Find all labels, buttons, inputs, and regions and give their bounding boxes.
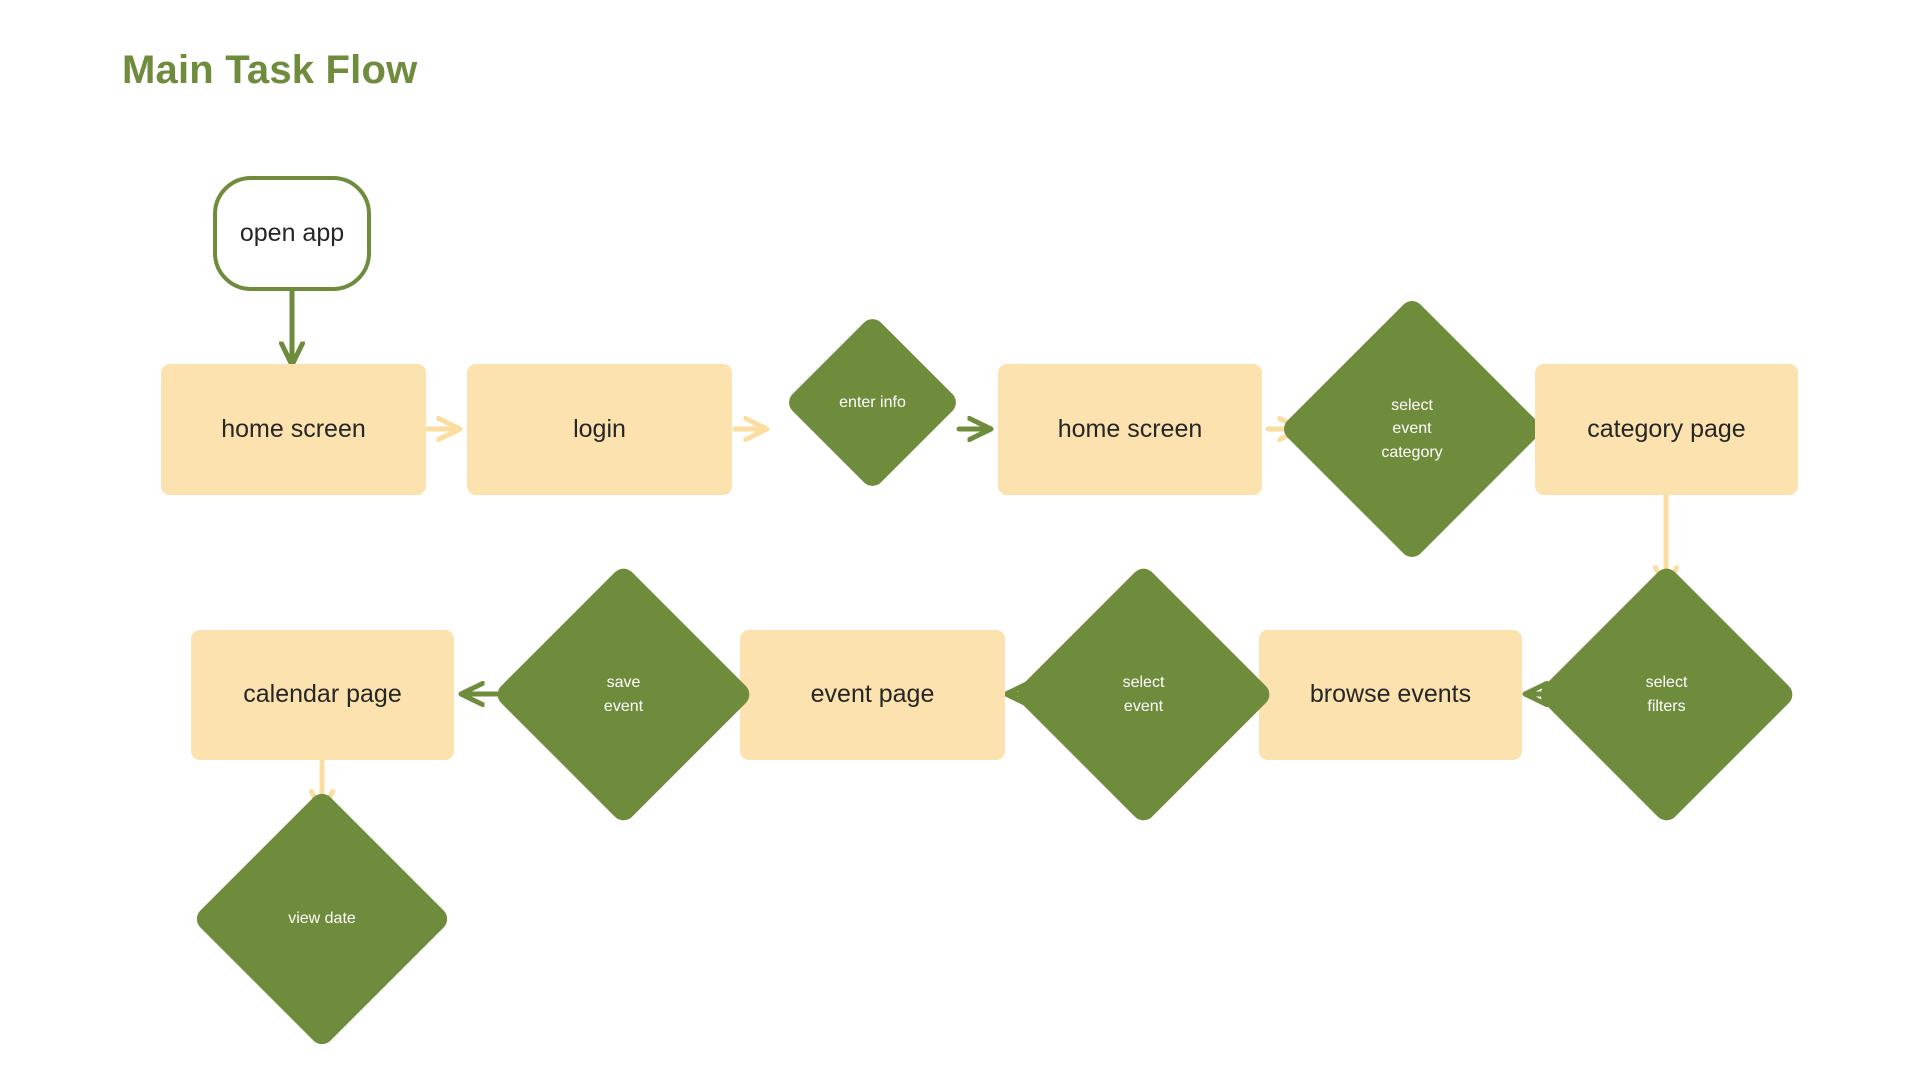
diamond-shape xyxy=(1535,563,1798,826)
node-open-app[interactable]: open app xyxy=(213,176,371,291)
node-open-app-label: open app xyxy=(239,218,345,247)
node-view-date[interactable]: view date xyxy=(191,788,453,1050)
node-event-page[interactable]: event page xyxy=(740,630,1005,760)
diamond-shape xyxy=(191,788,453,1050)
diamond-shape xyxy=(1279,296,1545,562)
node-login[interactable]: login xyxy=(467,364,732,495)
node-select-event-category[interactable]: select event category xyxy=(1279,296,1545,562)
node-home-screen-2[interactable]: home screen xyxy=(998,364,1262,495)
node-save-event[interactable]: save event xyxy=(492,563,755,826)
node-home-screen-2-label: home screen xyxy=(1057,414,1203,443)
node-enter-info[interactable]: enter info xyxy=(784,314,961,491)
node-category-page[interactable]: category page xyxy=(1535,364,1798,495)
node-calendar-page-label: calendar page xyxy=(243,680,402,709)
node-category-page-label: category page xyxy=(1587,414,1746,443)
node-event-page-label: event page xyxy=(810,680,935,709)
page-title: Main Task Flow xyxy=(122,48,418,92)
node-select-filters[interactable]: select filters xyxy=(1535,563,1798,826)
diamond-shape xyxy=(1012,563,1275,826)
diamond-shape xyxy=(492,563,755,826)
node-login-label: login xyxy=(573,414,626,443)
node-home-screen-1-label: home screen xyxy=(221,414,366,443)
diamond-shape xyxy=(784,314,961,491)
node-select-event[interactable]: select event xyxy=(1012,563,1275,826)
node-browse-events[interactable]: browse events xyxy=(1259,630,1522,760)
node-calendar-page[interactable]: calendar page xyxy=(191,630,454,760)
node-home-screen-1[interactable]: home screen xyxy=(161,364,426,495)
node-browse-events-label: browse events xyxy=(1309,680,1472,709)
